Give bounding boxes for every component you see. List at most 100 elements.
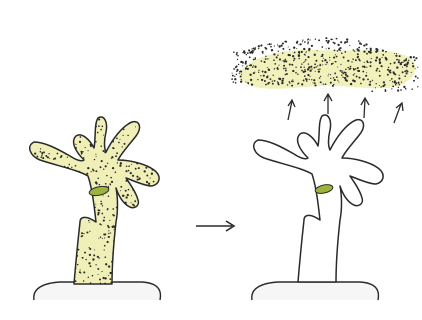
stipple-dot: [53, 136, 55, 138]
cloud-dot: [245, 61, 247, 63]
cloud-dot: [344, 51, 346, 53]
stipple-dot: [142, 237, 144, 239]
cloud-dot: [335, 54, 336, 55]
stipple-dot: [46, 120, 48, 122]
cloud-dot: [322, 54, 324, 56]
stipple-dot: [46, 212, 48, 214]
stipple-dot: [132, 204, 134, 206]
stipple-dot: [149, 233, 151, 235]
stipple-dot: [84, 195, 85, 196]
stipple-dot: [160, 127, 162, 129]
cloud-dot: [260, 75, 261, 76]
cloud-dot: [371, 58, 372, 59]
cloud-dot: [415, 68, 416, 69]
stipple-dot: [40, 132, 41, 133]
cloud-dot: [302, 41, 303, 42]
stipple-dot: [63, 179, 65, 181]
stipple-dot: [42, 185, 44, 187]
stipple-dot: [153, 234, 154, 235]
stipple-dot: [145, 204, 147, 206]
stipple-dot: [59, 194, 61, 196]
stipple-dot: [38, 277, 40, 279]
stipple-dot: [146, 255, 148, 257]
cloud-dot: [388, 67, 389, 68]
stipple-dot: [53, 122, 55, 124]
stipple-dot: [90, 265, 92, 267]
stipple-dot: [79, 174, 81, 176]
stipple-dot: [113, 119, 114, 120]
stipple-dot: [154, 208, 155, 209]
stipple-dot: [151, 209, 152, 210]
stipple-dot: [67, 131, 68, 132]
stipple-dot: [25, 160, 26, 161]
stipple-dot: [83, 184, 85, 186]
stipple-dot: [148, 125, 149, 126]
stipple-dot: [136, 217, 138, 219]
stipple-dot: [31, 166, 32, 167]
stipple-dot: [122, 195, 124, 197]
cloud-dot: [382, 49, 384, 51]
stipple-dot: [166, 247, 168, 249]
stipple-dot: [45, 155, 47, 157]
stipple-dot: [86, 173, 88, 175]
cloud-dot: [286, 73, 288, 75]
stipple-dot: [46, 226, 47, 227]
cloud-dot: [328, 40, 330, 42]
stipple-dot: [34, 161, 36, 163]
stipple-dot: [89, 254, 91, 256]
cloud-dot: [281, 80, 283, 82]
stipple-dot: [45, 271, 47, 273]
stipple-dot: [145, 148, 147, 150]
stipple-dot: [84, 252, 86, 254]
cloud-dot: [277, 55, 278, 56]
stipple-dot: [109, 183, 111, 185]
stipple-dot: [117, 162, 118, 163]
stipple-dot: [47, 254, 49, 256]
stipple-dot: [80, 272, 81, 273]
cloud-dot: [308, 66, 310, 68]
stipple-dot: [77, 264, 78, 265]
stipple-dot: [144, 136, 146, 138]
stipple-dot: [130, 232, 131, 233]
cloud-dot: [289, 54, 291, 56]
cloud-dot: [234, 78, 236, 80]
cloud-dot: [413, 80, 415, 82]
cloud-dot: [389, 70, 391, 72]
cloud-dot: [300, 43, 302, 45]
stipple-dot: [108, 233, 109, 234]
stipple-dot: [108, 265, 110, 267]
stipple-dot: [36, 125, 37, 126]
stipple-dot: [67, 157, 68, 158]
stipple-dot: [167, 235, 169, 237]
stipple-dot: [143, 230, 145, 232]
cloud-dot: [410, 56, 412, 58]
cloud-dot: [370, 65, 372, 67]
cloud-dot: [395, 84, 397, 86]
stipple-dot: [161, 232, 163, 234]
stipple-dot: [156, 261, 158, 263]
stipple-dot: [165, 199, 166, 200]
cloud-dot: [239, 71, 240, 72]
stipple-dot: [62, 222, 64, 224]
stipple-dot: [30, 265, 32, 267]
stipple-dot: [164, 170, 166, 172]
stipple-dot: [150, 143, 152, 145]
stipple-dot: [106, 241, 108, 243]
cloud-dot: [328, 75, 329, 76]
cloud-dot: [376, 50, 378, 52]
stipple-dot: [44, 246, 45, 247]
stipple-dot: [126, 118, 128, 120]
stipple-dot: [136, 251, 138, 253]
cloud-dot: [309, 70, 311, 72]
cloud-dot: [382, 57, 383, 58]
stipple-dot: [132, 210, 133, 211]
stipple-dot: [123, 155, 124, 156]
cloud-dot: [359, 42, 361, 44]
stipple-dot: [153, 141, 155, 143]
stipple-dot: [108, 226, 110, 228]
stipple-dot: [124, 241, 125, 242]
stipple-dot: [99, 184, 100, 185]
stipple-dot: [150, 123, 152, 125]
stipple-dot: [154, 280, 156, 282]
stipple-dot: [81, 193, 82, 194]
